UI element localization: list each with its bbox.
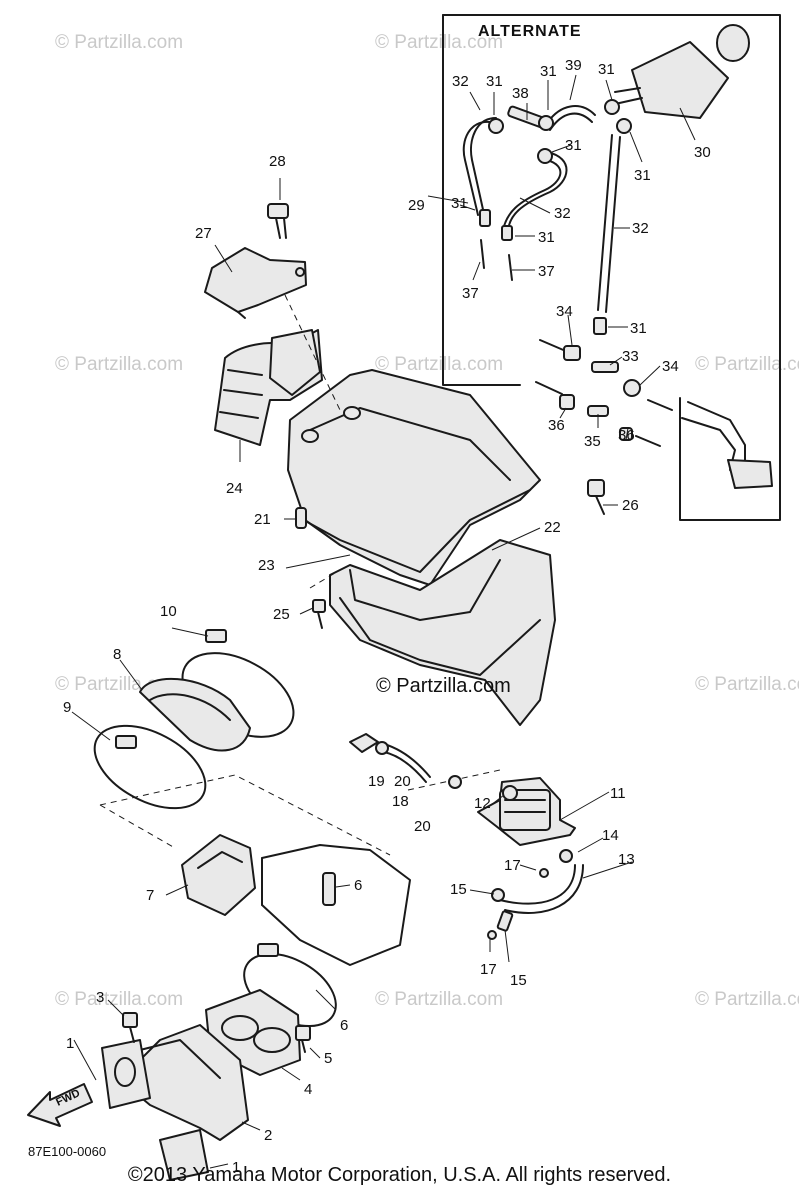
part-13-washer — [502, 785, 518, 801]
callout-37a: 37 — [538, 263, 555, 280]
callout-1a: 1 — [66, 1035, 74, 1052]
callout-9: 8 — [113, 646, 121, 663]
part-9-carb-joint — [139, 677, 251, 752]
alternate-box: ALTERNATE — [442, 14, 781, 521]
callout-22: 22 — [544, 519, 561, 536]
part-18-hose — [375, 741, 462, 789]
callout-36b: 36 — [618, 427, 635, 444]
callout-31g: 31 — [538, 229, 555, 246]
callout-34a: 34 — [556, 303, 573, 320]
part-22-air-box-lower — [329, 539, 556, 726]
callout-15a: 14 — [602, 827, 619, 844]
callout-32a: 32 — [452, 73, 469, 90]
part-12-fuel-pump — [477, 777, 576, 846]
part-3-bolt — [122, 1012, 138, 1043]
callout-31e: 31 — [634, 167, 651, 184]
drawing-code: 87E100-0060 — [28, 1144, 106, 1159]
callout-6: 6 — [340, 1017, 348, 1034]
callout-16: 15 — [510, 972, 527, 989]
callout-31c: 31 — [598, 61, 615, 78]
watermark: © Partzilla.com — [55, 989, 183, 1010]
callout-23: 23 — [258, 557, 275, 574]
callout-20a: 20 — [394, 773, 411, 790]
callout-31b: 31 — [540, 63, 557, 80]
callout-25: 25 — [273, 606, 290, 623]
center-watermark: © Partzilla.com — [376, 675, 511, 697]
callout-24: 24 — [226, 480, 243, 497]
callout-15b: 15 — [450, 881, 467, 898]
callout-20b: 20 — [414, 818, 431, 835]
callout-18: 18 — [392, 793, 409, 810]
callout-33: 33 — [622, 348, 639, 365]
callout-37b: 37 — [462, 285, 479, 302]
callout-28: 28 — [269, 153, 286, 170]
watermark: © Partzilla.com — [695, 674, 799, 695]
part-8-cylinder-outline — [261, 844, 411, 966]
fwd-arrow: FWD — [27, 1083, 93, 1127]
part-24-intake-duct — [214, 329, 323, 446]
part-27-bracket — [204, 247, 307, 319]
callout-17b: 17 — [480, 961, 497, 978]
callout-39: 39 — [565, 57, 582, 74]
callout-31f: 31 — [451, 195, 468, 212]
callout-3: 3 — [96, 989, 104, 1006]
part-14-hose — [487, 849, 584, 940]
part-26-bolt — [587, 479, 605, 515]
callout-34b: 34 — [662, 358, 679, 375]
alternate-hoses — [462, 99, 632, 335]
callout-21: 21 — [254, 511, 271, 528]
part-25-bolt — [312, 599, 326, 629]
callout-7: 7 — [146, 887, 154, 904]
callout-11: 10 — [160, 603, 177, 620]
watermark: © Partzilla.com — [375, 989, 503, 1010]
callout-29: 29 — [408, 197, 425, 214]
watermark: © Partzilla.com — [375, 32, 503, 53]
part-1-gasket — [101, 1039, 209, 1181]
callout-1b: 1 — [232, 1159, 240, 1176]
part-7-reed-block — [181, 834, 256, 916]
callout-36a: 36 — [548, 417, 565, 434]
callout-30: 30 — [694, 144, 711, 161]
callout-14: 13 — [618, 851, 635, 868]
watermark: © Partzilla.com — [695, 989, 799, 1010]
watermark: © Partzilla.com — [375, 354, 503, 375]
alternate-title: ALTERNATE — [478, 23, 582, 40]
callout-labels: 28 27 24 21 22 23 25 26 10 8 9 7 6 6 5 4… — [63, 57, 711, 1176]
callout-10: 9 — [63, 699, 71, 716]
callout-38: 38 — [512, 85, 529, 102]
part-5-bolt — [295, 1025, 311, 1053]
callout-5: 5 — [324, 1050, 332, 1067]
alternate-box-outline — [442, 14, 781, 521]
callout-17a: 17 — [504, 857, 521, 874]
callout-2: 2 — [264, 1127, 272, 1144]
callout-35: 35 — [584, 433, 601, 450]
callout-31h: 31 — [630, 320, 647, 337]
callout-31a: 31 — [486, 73, 503, 90]
callout-26: 26 — [622, 497, 639, 514]
watermark: © Partzilla.com — [55, 354, 183, 375]
callout-4: 4 — [304, 1081, 312, 1098]
callout-19: 19 — [368, 773, 385, 790]
leader-lines — [71, 74, 696, 1169]
part-28-bolt — [267, 203, 289, 239]
part-30-fuel-filter — [614, 24, 750, 119]
callout-12: 11 — [610, 785, 626, 802]
callout-27: 27 — [195, 225, 212, 242]
callout-13: 12 — [474, 795, 491, 812]
watermark: © Partzilla.com — [55, 32, 183, 53]
watermark-layer: © Partzilla.com © Partzilla.com © Partzi… — [55, 32, 799, 1010]
part-23-air-box-upper — [287, 369, 541, 586]
alternate-box-left — [442, 14, 521, 386]
watermark: © Partzilla.com — [695, 354, 799, 375]
copyright-notice: ©2013 Yamaha Motor Corporation, U.S.A. A… — [127, 1164, 672, 1186]
callout-32c: 32 — [632, 220, 649, 237]
callout-31d: 31 — [565, 137, 582, 154]
callout-8: 6 — [354, 877, 362, 894]
callout-32b: 32 — [554, 205, 571, 222]
part-19-fitting — [349, 733, 379, 753]
